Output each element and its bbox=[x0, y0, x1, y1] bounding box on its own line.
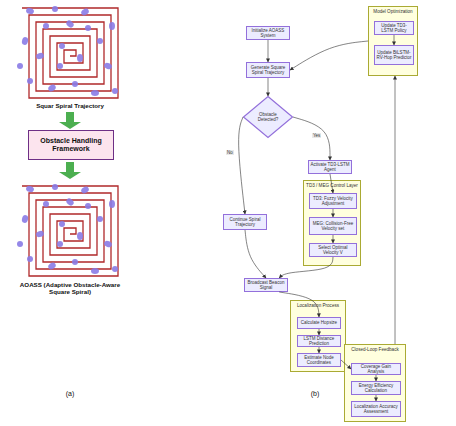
flow-connector bbox=[333, 235, 334, 243]
node-text: Select Optimal Velocity V bbox=[311, 245, 355, 255]
edge-label: No bbox=[226, 150, 234, 155]
group-title: Localization Process bbox=[291, 301, 345, 308]
framework-box: Obstacle Handling Framework bbox=[28, 130, 114, 160]
process-box: TD3: Fuzzy Velocity Adjustment bbox=[309, 193, 357, 209]
group-box: TD3 / MEG Control LayerTD3: Fuzzy Veloci… bbox=[303, 180, 361, 266]
node-text: LSTM Distance Prediction bbox=[299, 336, 339, 346]
process-box: Generate Square Spiral Trajectory bbox=[246, 62, 290, 78]
process-box: Localization Accuracy Assessment bbox=[351, 401, 401, 417]
process-box: Continue Spiral Trajectory bbox=[223, 214, 267, 230]
flow-connector bbox=[268, 40, 269, 62]
node-text: Obstacle Handling Framework bbox=[31, 137, 111, 153]
edge-label: Yes bbox=[312, 133, 321, 138]
node-text: Broadcast Beacon Signal bbox=[246, 280, 286, 290]
node-text: Continue Spiral Trajectory bbox=[225, 217, 265, 227]
decision-diamond: Obstacle Detected? bbox=[243, 96, 293, 138]
panel-label: (a) bbox=[55, 390, 85, 397]
node-text: MEG: Collision-Free Velocity set bbox=[311, 221, 355, 231]
flow-connector bbox=[330, 174, 333, 193]
arrow-shaft bbox=[66, 162, 74, 172]
flow-connector bbox=[239, 117, 245, 214]
flow-connector bbox=[319, 347, 320, 353]
flow-connector bbox=[290, 41, 368, 70]
flow-connector bbox=[395, 76, 396, 344]
group-box: Model OptimizationUpdate TD3-LSTM Policy… bbox=[368, 6, 418, 76]
node-text: Energy Efficiency Calculation bbox=[353, 383, 399, 393]
flow-connector bbox=[341, 360, 351, 369]
node-text: Calculate Hopsize bbox=[301, 320, 337, 325]
flow-connector bbox=[394, 35, 395, 45]
arrow-shaft bbox=[66, 112, 74, 122]
process-box: Update BiLSTM-RV-Hop Predictor bbox=[374, 45, 414, 65]
image-caption: Squar Spiral Trajectory bbox=[15, 102, 125, 109]
node-text: Estimate Node Coordinates bbox=[299, 355, 339, 365]
group-title: TD3 / MEG Control Layer bbox=[304, 181, 360, 188]
flow-connector bbox=[376, 395, 377, 401]
flow-connector bbox=[319, 329, 320, 335]
node-text: Localization Accuracy Assessment bbox=[353, 404, 399, 414]
node-text: Initialize AOASS System bbox=[248, 28, 288, 38]
node-text: TD3: Fuzzy Velocity Adjustment bbox=[311, 196, 355, 206]
group-box: Closed-Loop FeedbackCoverage Gain Analys… bbox=[344, 344, 406, 422]
process-box: Estimate Node Coordinates bbox=[297, 353, 341, 367]
node-text: Coverage Gain Analysis bbox=[353, 364, 399, 374]
group-title: Model Optimization bbox=[369, 7, 417, 14]
flow-connector bbox=[333, 209, 334, 217]
flow-connector bbox=[268, 78, 269, 96]
process-box: Coverage Gain Analysis bbox=[351, 363, 401, 375]
flow-connector bbox=[376, 375, 377, 381]
process-box: Initialize AOASS System bbox=[246, 26, 290, 40]
group-title: Closed-Loop Feedback bbox=[345, 345, 405, 352]
adapted-spiral-image bbox=[17, 184, 118, 276]
process-box: Calculate Hopsize bbox=[297, 317, 341, 329]
arrow-head bbox=[59, 172, 81, 179]
process-box: Energy Efficiency Calculation bbox=[351, 381, 401, 395]
process-box: Select Optimal Velocity V bbox=[309, 243, 357, 257]
flow-connector bbox=[279, 257, 333, 278]
flow-connector bbox=[245, 230, 266, 278]
node-text: Update BiLSTM-RV-Hop Predictor bbox=[376, 50, 412, 60]
process-box: Broadcast Beacon Signal bbox=[244, 278, 288, 292]
node-text: Obstacle Detected? bbox=[253, 112, 283, 122]
process-box: MEG: Collision-Free Velocity set bbox=[309, 217, 357, 235]
node-text: Activate TD3-LSTM Agent bbox=[310, 162, 350, 172]
flow-connector bbox=[293, 117, 330, 160]
node-text: Update TD3-LSTM Policy bbox=[376, 23, 412, 33]
spiral-image bbox=[17, 6, 118, 98]
process-box: Activate TD3-LSTM Agent bbox=[308, 160, 352, 174]
process-box: Update TD3-LSTM Policy bbox=[374, 21, 414, 35]
panel-label: (b) bbox=[300, 390, 330, 397]
process-box: LSTM Distance Prediction bbox=[297, 335, 341, 347]
flow-connector bbox=[279, 292, 319, 317]
arrow-head bbox=[59, 122, 81, 129]
group-box: Localization ProcessCalculate HopsizeLST… bbox=[290, 300, 346, 372]
node-text: Generate Square Spiral Trajectory bbox=[248, 65, 288, 75]
image-caption: AOASS (Adaptive Obstacle-Aware Square Sp… bbox=[10, 281, 130, 295]
